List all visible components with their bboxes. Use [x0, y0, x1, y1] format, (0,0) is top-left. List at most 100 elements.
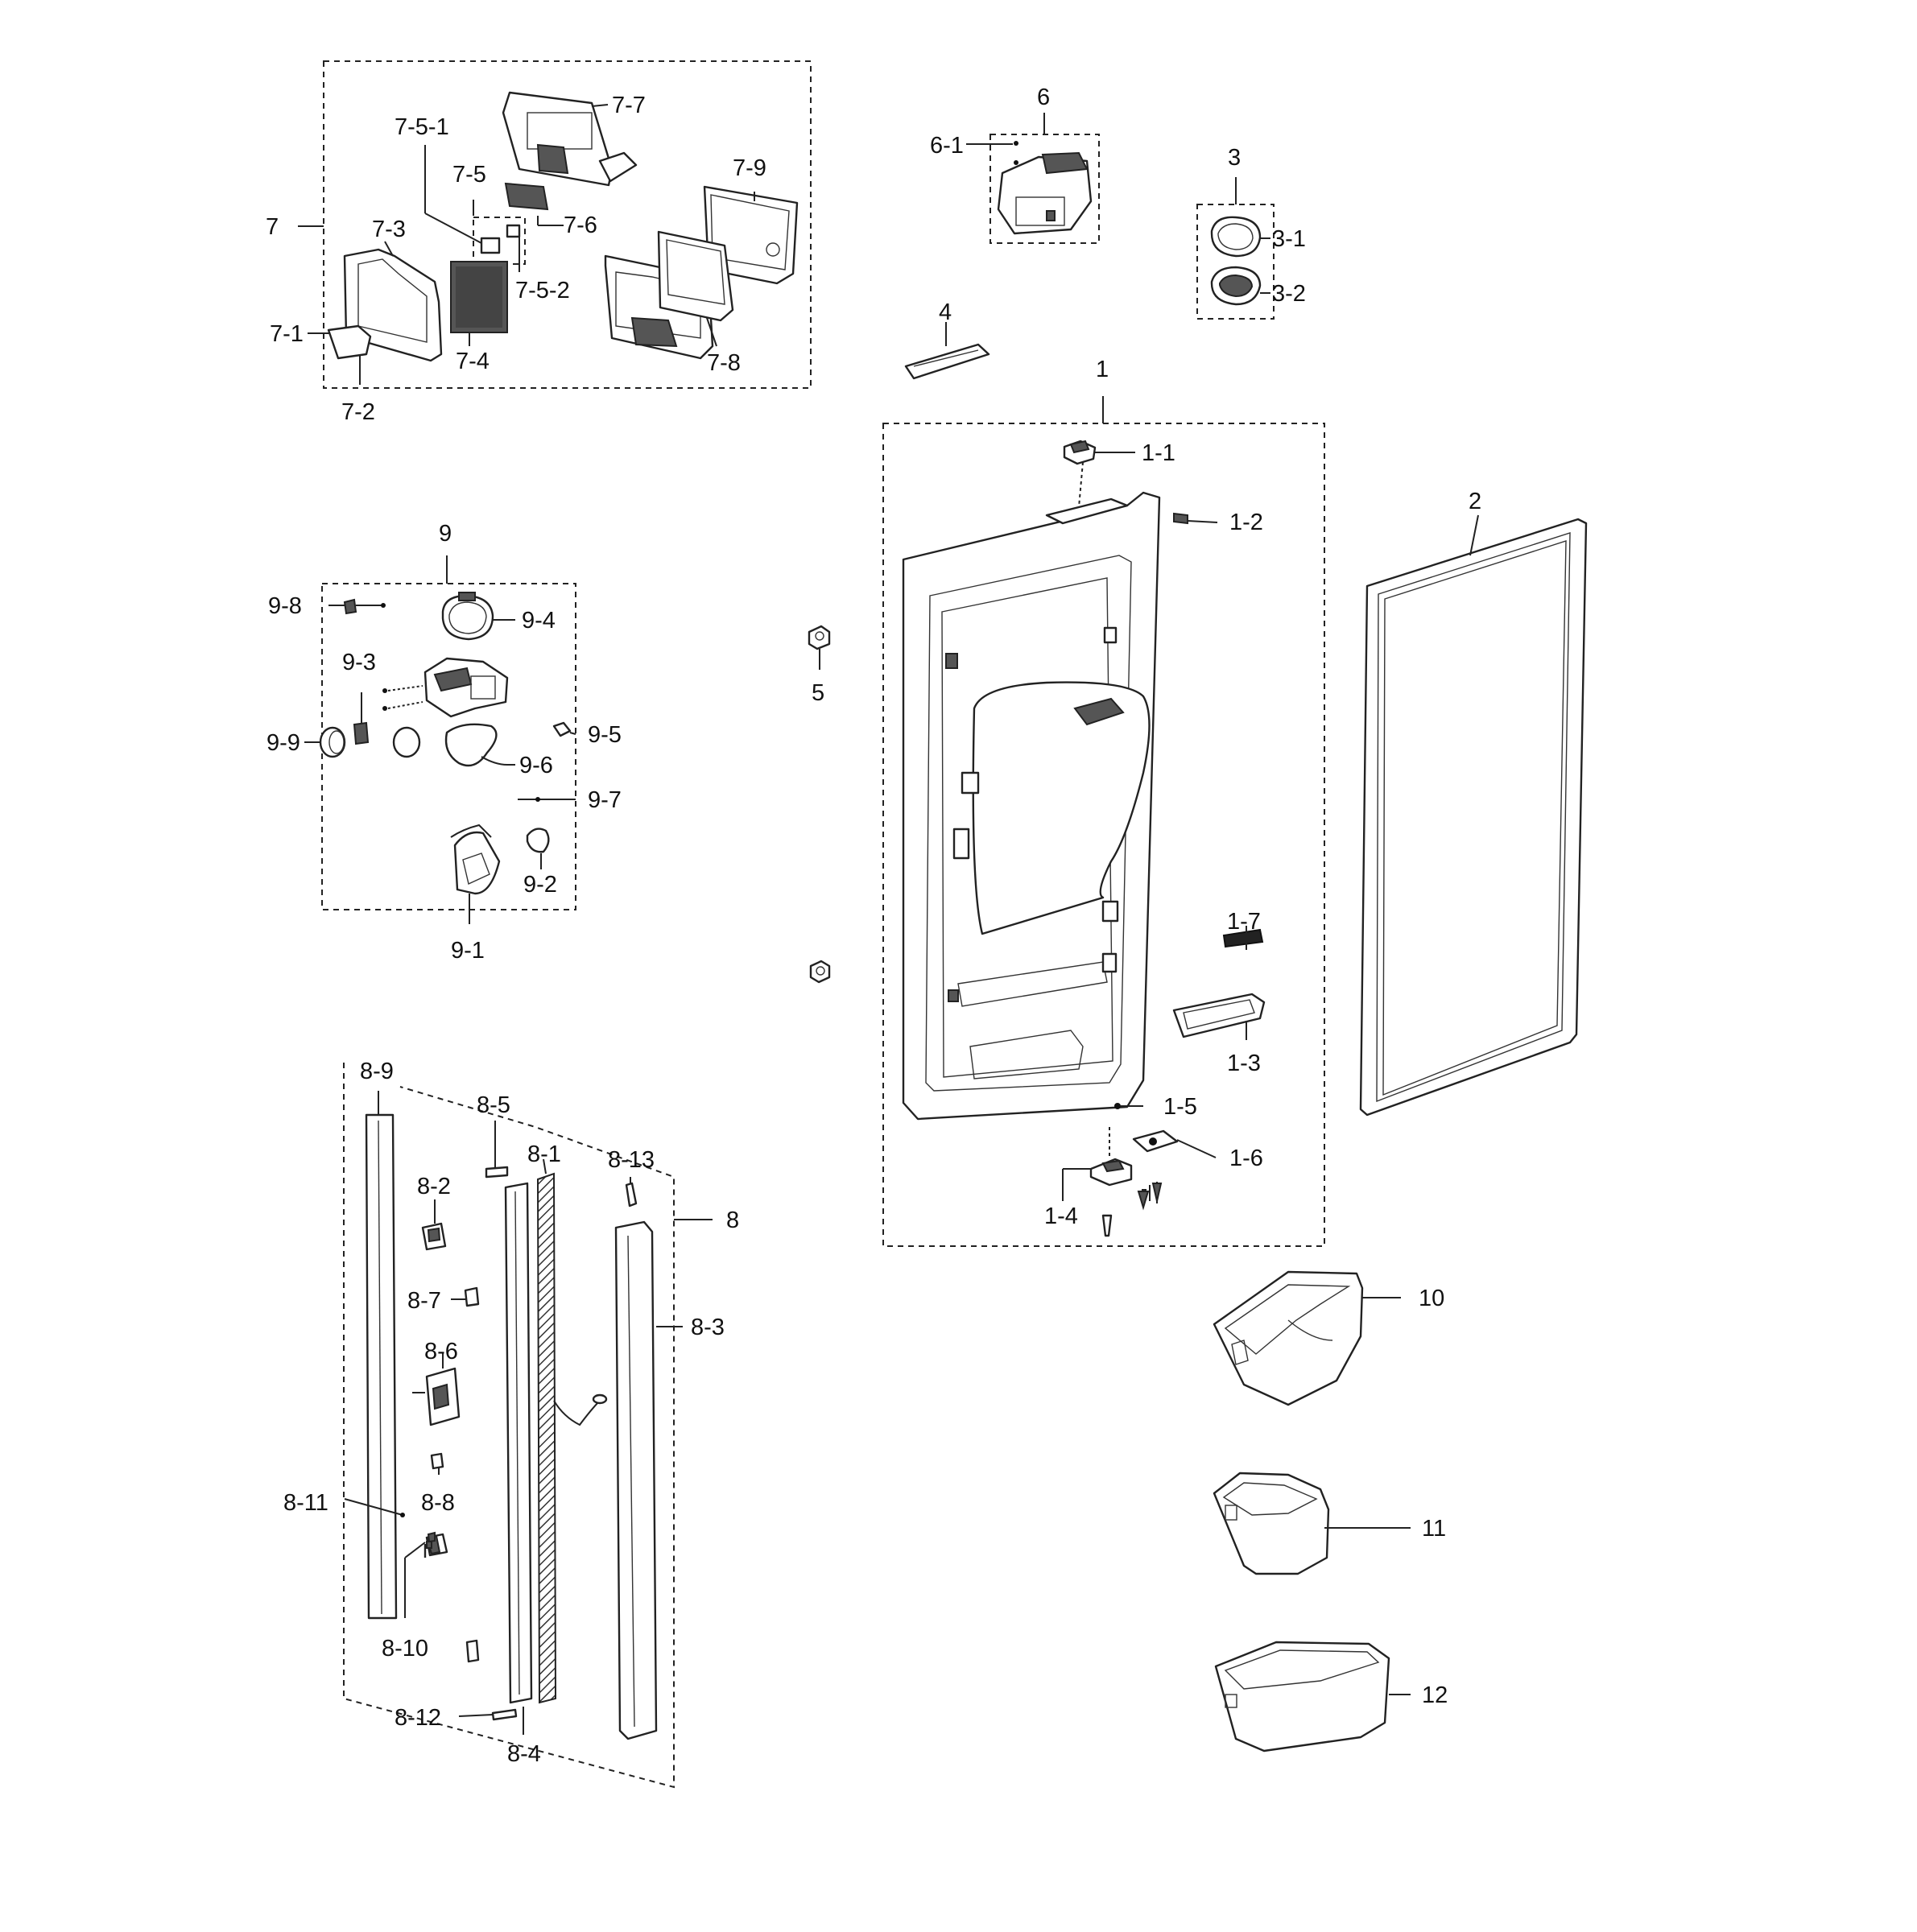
- group-8: [343, 1063, 713, 1789]
- part-8-12: [458, 1708, 518, 1721]
- label-6: 6: [1037, 85, 1050, 110]
- part-7-5-2: [506, 224, 521, 238]
- part-9-9: [304, 726, 346, 758]
- label-1-6: 1-6: [1229, 1146, 1263, 1171]
- part-9-3: [353, 692, 370, 745]
- label-7-5: 7-5: [452, 162, 486, 188]
- label-3-2: 3-2: [1272, 281, 1306, 307]
- label-5: 5: [812, 680, 824, 706]
- part-8-9: [365, 1091, 398, 1620]
- part-9-1: [450, 824, 501, 924]
- part-8-11: [344, 1498, 405, 1517]
- group-7-5-box: [473, 217, 526, 265]
- label-7-5-1: 7-5-1: [395, 114, 449, 140]
- label-9: 9: [439, 521, 452, 547]
- label-8-3: 8-3: [691, 1315, 725, 1340]
- label-8-8: 8-8: [421, 1490, 455, 1516]
- label-8-12: 8-12: [395, 1705, 441, 1731]
- label-7-7: 7-7: [612, 93, 646, 118]
- group-3-box: [1196, 204, 1275, 320]
- label-1-5: 1-5: [1163, 1094, 1197, 1120]
- part-9-4: [441, 592, 515, 641]
- label-7: 7: [266, 214, 279, 240]
- part-1-1: [1063, 440, 1135, 465]
- label-9-2: 9-2: [523, 872, 557, 898]
- part-1-7: [1222, 926, 1264, 950]
- part-8-5: [485, 1121, 509, 1179]
- group-9: [304, 555, 576, 924]
- label-3-1: 3-1: [1272, 226, 1306, 252]
- part-9-6: [392, 723, 515, 767]
- part-10-bin: [1213, 1270, 1401, 1406]
- part-7-8-frame: [657, 230, 734, 322]
- label-10: 10: [1419, 1286, 1444, 1311]
- label-7-1: 7-1: [270, 321, 304, 347]
- part-8-8: [430, 1452, 444, 1470]
- label-7-2: 7-2: [341, 399, 375, 425]
- label-9-6: 9-6: [519, 753, 553, 778]
- part-1-door-body: [902, 461, 1161, 1121]
- part-1-5: [1114, 1103, 1143, 1109]
- part-9-8: [328, 598, 386, 615]
- label-4: 4: [939, 299, 952, 325]
- label-9-9: 9-9: [266, 730, 300, 756]
- part-7-7: [502, 91, 638, 187]
- label-7-9: 7-9: [733, 155, 766, 181]
- group-3: [1196, 177, 1275, 320]
- label-9-7: 9-7: [588, 787, 622, 813]
- group-1-door: [882, 396, 1325, 1247]
- label-8-9: 8-9: [360, 1059, 394, 1084]
- label-1-1: 1-1: [1142, 440, 1175, 466]
- part-9-7: [518, 797, 576, 802]
- label-8-11: 8-11: [283, 1490, 328, 1516]
- label-8-4: 8-4: [507, 1741, 541, 1767]
- label-1-2: 1-2: [1229, 510, 1263, 535]
- label-12: 12: [1422, 1682, 1448, 1708]
- part-8-10: [404, 1531, 436, 1618]
- part-6-1: [966, 141, 1018, 165]
- part-1-6: [1132, 1129, 1217, 1211]
- label-8: 8: [726, 1208, 739, 1233]
- label-9-3: 9-3: [342, 650, 376, 675]
- label-1-4: 1-4: [1044, 1203, 1078, 1229]
- part-4: [904, 322, 990, 380]
- label-1-7: 1-7: [1227, 909, 1261, 935]
- part-8-2: [421, 1199, 447, 1251]
- part-7-6: [504, 182, 564, 226]
- label-9-8: 9-8: [268, 593, 302, 619]
- part-7-9: [703, 185, 799, 285]
- label-7-5-2: 7-5-2: [515, 278, 570, 303]
- label-8-2: 8-2: [417, 1174, 451, 1199]
- part-9-5: [552, 721, 576, 737]
- part-7-5-1: [480, 237, 501, 254]
- label-8-13: 8-13: [608, 1147, 655, 1173]
- part-1-4: [1062, 1127, 1133, 1237]
- label-11: 11: [1422, 1516, 1446, 1542]
- label-3: 3: [1228, 145, 1241, 171]
- label-2: 2: [1469, 489, 1481, 514]
- group-7-box: [323, 60, 812, 389]
- label-7-4: 7-4: [456, 349, 490, 374]
- callout-labels: 7 7-7 7-5-1 7-5 7-9 7-3 7-6 7-5-2 7-1 7-…: [266, 85, 1481, 1767]
- label-1-3: 1-3: [1227, 1051, 1261, 1076]
- group-6: [966, 113, 1100, 244]
- part-8-7: [464, 1286, 480, 1307]
- part-1-3: [1172, 993, 1266, 1040]
- label-8-1: 8-1: [527, 1141, 561, 1167]
- label-8-6: 8-6: [424, 1339, 458, 1364]
- part-9-2: [526, 828, 550, 869]
- label-7-6: 7-6: [564, 213, 597, 238]
- part-8-4: [504, 1182, 533, 1735]
- label-9-5: 9-5: [588, 722, 622, 748]
- label-8-10: 8-10: [382, 1636, 428, 1662]
- group-7-dispenser-cover: [298, 60, 812, 389]
- part-8-6: [412, 1352, 461, 1426]
- part-12-bin: [1214, 1641, 1411, 1752]
- part-5: [808, 625, 831, 984]
- part-8-13: [625, 1177, 638, 1208]
- part-9-motor: [382, 657, 509, 718]
- label-8-7: 8-7: [407, 1288, 441, 1314]
- part-2-gasket: [1359, 514, 1588, 1117]
- part-8-clip-lower: [465, 1639, 480, 1663]
